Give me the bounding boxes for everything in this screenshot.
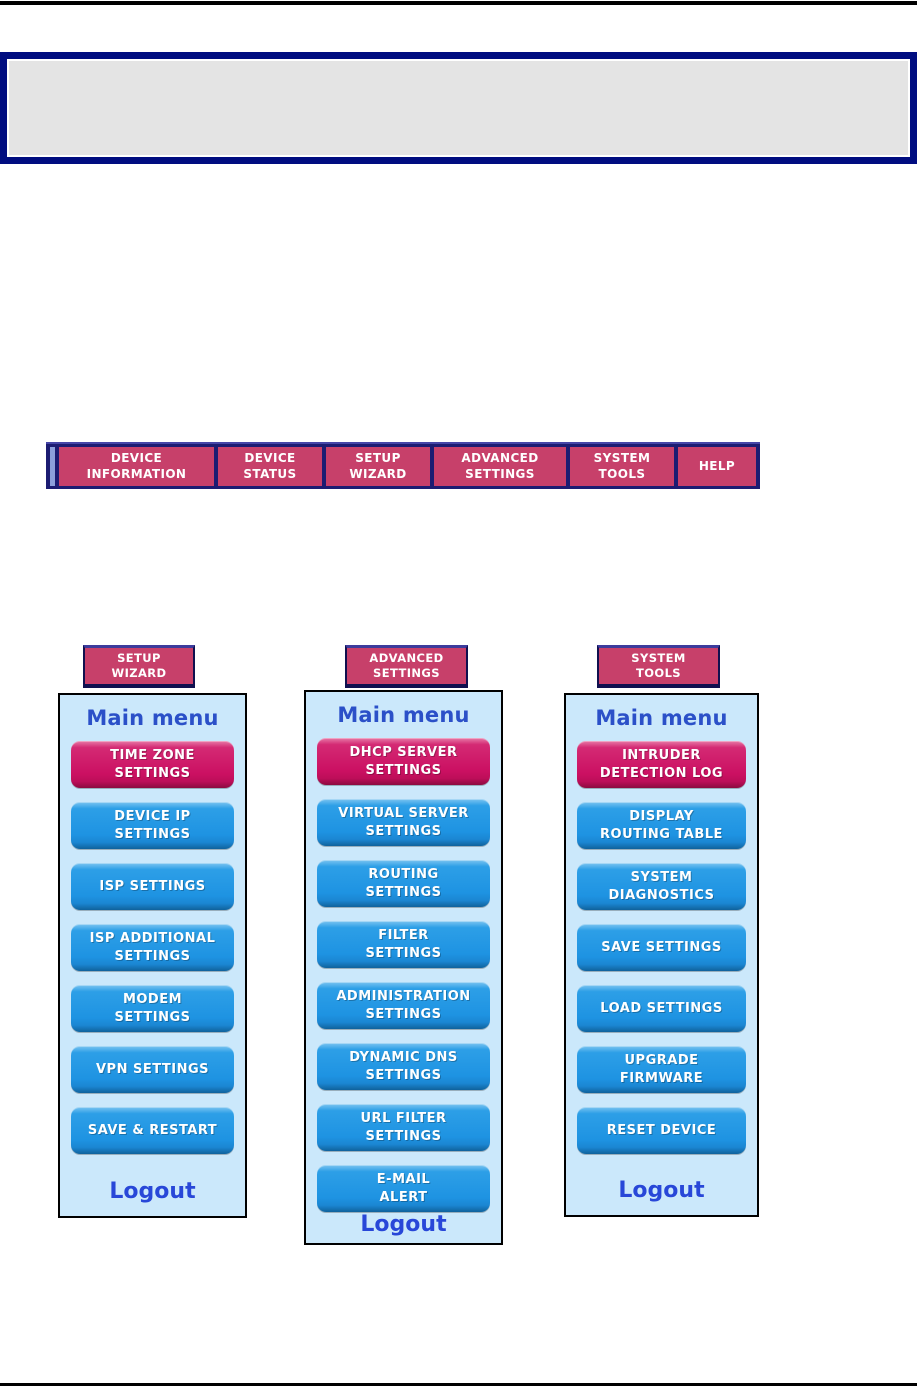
isp-additional-settings-button[interactable]: ISP ADDITIONAL SETTINGS xyxy=(71,924,234,971)
modem-settings-button[interactable]: MODEM SETTINGS xyxy=(71,985,234,1032)
notice-box-frame xyxy=(0,52,917,164)
vpn-settings-button[interactable]: VPN SETTINGS xyxy=(71,1046,234,1093)
upgrade-firmware-button[interactable]: UPGRADE FIRMWARE xyxy=(577,1046,746,1093)
main-menu-heading: Main menu xyxy=(86,706,219,730)
time-zone-settings-button[interactable]: TIME ZONE SETTINGS xyxy=(71,741,234,788)
logout-link[interactable]: Logout xyxy=(109,1179,196,1204)
intruder-detection-log-button[interactable]: INTRUDER DETECTION LOG xyxy=(577,741,746,788)
setup-wizard-menu-panel: Main menu TIME ZONE SETTINGS DEVICE IP S… xyxy=(58,693,247,1218)
dhcp-server-settings-button[interactable]: DHCP SERVER SETTINGS xyxy=(317,738,490,785)
save-and-restart-button[interactable]: SAVE & RESTART xyxy=(71,1107,234,1154)
setup-wizard-button-stack: TIME ZONE SETTINGS DEVICE IP SETTINGS IS… xyxy=(71,741,234,1154)
system-tools-button-stack: INTRUDER DETECTION LOG DISPLAY ROUTING T… xyxy=(577,741,746,1154)
page-top-rule xyxy=(0,1,917,5)
section-chip-advanced-settings[interactable]: ADVANCED SETTINGS xyxy=(345,645,468,688)
tab-setup-wizard[interactable]: SETUP WIZARD xyxy=(326,447,430,486)
system-diagnostics-button[interactable]: SYSTEM DIAGNOSTICS xyxy=(577,863,746,910)
logout-link[interactable]: Logout xyxy=(360,1212,447,1237)
main-menu-heading: Main menu xyxy=(337,703,470,727)
device-ip-settings-button[interactable]: DEVICE IP SETTINGS xyxy=(71,802,234,849)
navbar-left-accent xyxy=(50,447,55,486)
tab-device-information[interactable]: DEVICE INFORMATION xyxy=(59,447,214,486)
tab-advanced-settings[interactable]: ADVANCED SETTINGS xyxy=(434,447,566,486)
top-navigation-bar: DEVICE INFORMATION DEVICE STATUS SETUP W… xyxy=(46,442,760,489)
dynamic-dns-settings-button[interactable]: DYNAMIC DNS SETTINGS xyxy=(317,1043,490,1090)
tab-system-tools[interactable]: SYSTEM TOOLS xyxy=(570,447,674,486)
url-filter-settings-button[interactable]: URL FILTER SETTINGS xyxy=(317,1104,490,1151)
save-settings-button[interactable]: SAVE SETTINGS xyxy=(577,924,746,971)
administration-settings-button[interactable]: ADMINISTRATION SETTINGS xyxy=(317,982,490,1029)
reset-device-button[interactable]: RESET DEVICE xyxy=(577,1107,746,1154)
load-settings-button[interactable]: LOAD SETTINGS xyxy=(577,985,746,1032)
page-bottom-rule xyxy=(0,1383,917,1386)
advanced-settings-menu-panel: Main menu DHCP SERVER SETTINGS VIRTUAL S… xyxy=(304,690,503,1245)
routing-settings-button[interactable]: ROUTING SETTINGS xyxy=(317,860,490,907)
virtual-server-settings-button[interactable]: VIRTUAL SERVER SETTINGS xyxy=(317,799,490,846)
tab-help[interactable]: HELP xyxy=(678,447,756,486)
section-chip-system-tools[interactable]: SYSTEM TOOLS xyxy=(597,645,720,688)
isp-settings-button[interactable]: ISP SETTINGS xyxy=(71,863,234,910)
display-routing-table-button[interactable]: DISPLAY ROUTING TABLE xyxy=(577,802,746,849)
email-alert-button[interactable]: E-MAIL ALERT xyxy=(317,1165,490,1212)
filter-settings-button[interactable]: FILTER SETTINGS xyxy=(317,921,490,968)
logout-link[interactable]: Logout xyxy=(618,1178,705,1203)
notice-box xyxy=(7,59,910,157)
tab-device-status[interactable]: DEVICE STATUS xyxy=(218,447,322,486)
section-chip-setup-wizard[interactable]: SETUP WIZARD xyxy=(83,645,195,688)
main-menu-heading: Main menu xyxy=(595,706,728,730)
system-tools-menu-panel: Main menu INTRUDER DETECTION LOG DISPLAY… xyxy=(564,693,759,1217)
advanced-settings-button-stack: DHCP SERVER SETTINGS VIRTUAL SERVER SETT… xyxy=(317,738,490,1212)
